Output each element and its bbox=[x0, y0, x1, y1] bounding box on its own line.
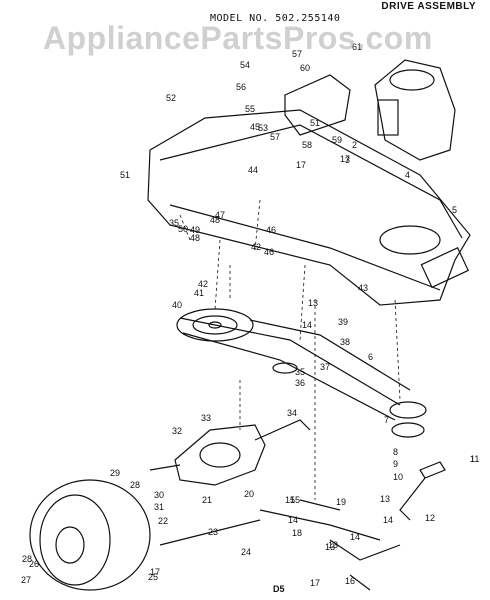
watermark: AppliancePartsPros.com bbox=[43, 20, 433, 56]
callout-13: 13 bbox=[308, 298, 318, 308]
callout-27: 27 bbox=[21, 575, 31, 585]
engine-mount-hole bbox=[379, 225, 441, 255]
callout-31: 31 bbox=[154, 502, 164, 512]
callout-17: 17 bbox=[340, 154, 350, 164]
callout-15: 15 bbox=[285, 495, 295, 505]
callout-17: 17 bbox=[310, 578, 320, 588]
callout-39: 39 bbox=[338, 317, 348, 327]
callout-10: 10 bbox=[393, 472, 403, 482]
callout-33: 33 bbox=[201, 413, 211, 423]
callout-13: 13 bbox=[328, 540, 338, 550]
callout-12: 12 bbox=[425, 513, 435, 523]
callout-17: 17 bbox=[150, 567, 160, 577]
callout-48: 48 bbox=[190, 233, 200, 243]
diagram-title: DRIVE ASSEMBLY bbox=[381, 1, 476, 12]
callout-14: 14 bbox=[383, 515, 393, 525]
callout-36: 36 bbox=[295, 378, 305, 388]
drive-pulley bbox=[176, 308, 254, 342]
callout-19: 19 bbox=[336, 497, 346, 507]
callout-16: 16 bbox=[345, 576, 355, 586]
callout-49: 49 bbox=[190, 225, 200, 235]
callout-5: 5 bbox=[452, 205, 457, 215]
drive-belt bbox=[179, 317, 411, 421]
callout-14: 14 bbox=[288, 515, 298, 525]
callout-17: 17 bbox=[296, 160, 306, 170]
callout-26: 26 bbox=[29, 559, 39, 569]
callout-4: 4 bbox=[405, 170, 410, 180]
callout-37: 37 bbox=[320, 362, 330, 372]
callout-46: 46 bbox=[266, 225, 276, 235]
brake-rod bbox=[159, 519, 261, 546]
model-number: MODEL NO. 502.255140 bbox=[210, 13, 341, 24]
callout-35: 35 bbox=[295, 367, 305, 377]
callout-38: 38 bbox=[340, 337, 350, 347]
callout-21: 21 bbox=[202, 495, 212, 505]
callout-48: 48 bbox=[210, 215, 220, 225]
callout-43: 43 bbox=[358, 283, 368, 293]
callout-47: 47 bbox=[215, 210, 225, 220]
callout-20: 20 bbox=[244, 489, 254, 499]
callout-15: 15 bbox=[290, 495, 300, 505]
callout-25: 25 bbox=[148, 572, 158, 582]
rear-wheel bbox=[29, 479, 151, 591]
callout-60: 60 bbox=[300, 63, 310, 73]
engine bbox=[374, 59, 456, 161]
callout-53: 53 bbox=[258, 123, 268, 133]
callout-56: 56 bbox=[236, 82, 246, 92]
callout-51: 51 bbox=[120, 170, 130, 180]
callout-23: 23 bbox=[208, 527, 218, 537]
callout-61: 61 bbox=[352, 42, 362, 52]
callout-42: 42 bbox=[198, 279, 208, 289]
callout-52: 52 bbox=[166, 93, 176, 103]
callout-8: 8 bbox=[393, 447, 398, 457]
shift-lever bbox=[399, 461, 446, 521]
callout-58: 58 bbox=[302, 140, 312, 150]
callout-6: 6 bbox=[368, 352, 373, 362]
callout-44: 44 bbox=[248, 165, 258, 175]
callout-42: 42 bbox=[251, 242, 261, 252]
callout-32: 32 bbox=[172, 426, 182, 436]
callout-46: 46 bbox=[264, 247, 274, 257]
callout-45: 45 bbox=[250, 122, 260, 132]
clutch-rod bbox=[259, 499, 381, 541]
callout-57: 57 bbox=[270, 132, 280, 142]
callout-30: 30 bbox=[154, 490, 164, 500]
callout-51: 51 bbox=[310, 118, 320, 128]
callout-59: 59 bbox=[332, 135, 342, 145]
callout-24: 24 bbox=[241, 547, 251, 557]
callout-18: 18 bbox=[292, 528, 302, 538]
callout-29: 29 bbox=[110, 468, 120, 478]
callout-35: 35 bbox=[169, 218, 179, 228]
callout-9: 9 bbox=[393, 459, 398, 469]
transaxle bbox=[174, 424, 266, 486]
dash-panel bbox=[284, 74, 351, 136]
callout-13: 13 bbox=[325, 542, 335, 552]
callout-3: 3 bbox=[345, 155, 350, 165]
chassis-frame bbox=[147, 109, 471, 306]
callout-14: 14 bbox=[350, 532, 360, 542]
callout-2: 2 bbox=[352, 140, 357, 150]
callout-22: 22 bbox=[158, 516, 168, 526]
callout-11: 11 bbox=[470, 454, 479, 464]
callout-14: 14 bbox=[302, 320, 312, 330]
callout-13: 13 bbox=[380, 494, 390, 504]
callout-28: 28 bbox=[130, 480, 140, 490]
idler-pulley bbox=[272, 362, 298, 374]
callout-50: 50 bbox=[178, 224, 188, 234]
callout-54: 54 bbox=[240, 60, 250, 70]
callout-34: 34 bbox=[287, 408, 297, 418]
engine-pulley bbox=[389, 401, 427, 419]
callout-7: 7 bbox=[384, 415, 389, 425]
footer-code: D5 bbox=[273, 584, 285, 594]
callout-55: 55 bbox=[245, 104, 255, 114]
callout-57: 57 bbox=[292, 49, 302, 59]
callout-41: 41 bbox=[194, 288, 204, 298]
callout-1: 1 bbox=[470, 454, 475, 464]
callout-28: 28 bbox=[22, 554, 32, 564]
callout-40: 40 bbox=[172, 300, 182, 310]
